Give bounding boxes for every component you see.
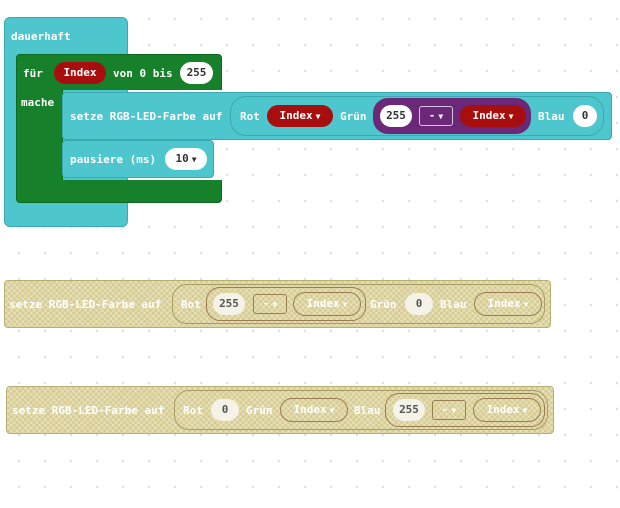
subtraction-block[interactable] <box>206 287 366 321</box>
triangle-down-icon: ▼ <box>315 112 321 121</box>
blue-label: Blau <box>354 404 381 417</box>
green-label: Grün <box>370 298 397 311</box>
blue-index-variable[interactable]: Index▼ <box>473 398 541 422</box>
red-index-variable[interactable]: Index▼ <box>267 105 333 127</box>
operator-text: - <box>262 297 270 310</box>
for-variable-index[interactable]: Index <box>54 62 106 84</box>
rgb-value-slot <box>174 390 548 430</box>
rgb-value-slot <box>172 284 545 324</box>
do-label: mache <box>21 96 55 109</box>
set-rgb-led-label: setze RGB-LED-Farbe auf <box>70 110 223 123</box>
set-rgb-led-label: setze RGB-LED-Farbe auf <box>9 298 162 311</box>
green-index-text: Index <box>293 403 327 416</box>
green-index-variable[interactable]: Index▼ <box>280 398 348 422</box>
for-loop-bottom <box>16 180 222 203</box>
for-loop-body-arm <box>16 89 63 181</box>
green-index-text: Index <box>472 109 506 122</box>
blue-index-text: Index <box>486 403 520 416</box>
blue-label: Blau <box>440 298 467 311</box>
for-label: für <box>23 67 43 80</box>
blue-index-variable[interactable]: Index▼ <box>474 292 542 316</box>
pause-value-dropdown[interactable]: 10▼ <box>165 148 207 170</box>
red-index-text: Index <box>306 297 340 310</box>
blue-number-value[interactable]: 255 <box>393 399 425 421</box>
green-value[interactable]: 0 <box>405 293 433 315</box>
green-operator-dropdown[interactable]: -▼ <box>419 106 453 126</box>
triangle-down-icon: ▼ <box>342 300 348 309</box>
green-label: Grün <box>246 404 273 417</box>
blue-label: Blau <box>538 110 565 123</box>
pause-label: pausiere (ms) <box>70 153 157 166</box>
blue-value[interactable]: 0 <box>573 105 597 127</box>
for-to-value[interactable]: 255 <box>180 62 213 84</box>
forever-label: dauerhaft <box>11 30 71 43</box>
green-index-variable[interactable]: Index▼ <box>460 105 526 127</box>
red-index-variable[interactable]: Index▼ <box>293 292 361 316</box>
red-label: Rot <box>240 110 260 123</box>
triangle-down-icon: ▼ <box>191 155 197 164</box>
red-value[interactable]: 0 <box>211 399 239 421</box>
operator-text: - <box>428 109 436 122</box>
triangle-down-icon: ▼ <box>508 112 514 121</box>
red-label: Rot <box>183 404 203 417</box>
blue-operator-dropdown[interactable]: -▼ <box>432 400 466 420</box>
green-label: Grün <box>340 110 367 123</box>
pause-value-text: 10 <box>175 152 189 165</box>
operator-text: - <box>441 403 449 416</box>
triangle-down-icon: ▼ <box>272 300 278 309</box>
triangle-down-icon: ▼ <box>522 406 528 415</box>
red-label: Rot <box>181 298 201 311</box>
red-operator-dropdown[interactable]: -▼ <box>253 294 287 314</box>
disabled-set-rgb-led-block[interactable] <box>4 280 551 328</box>
triangle-down-icon: ▼ <box>438 112 444 121</box>
triangle-down-icon: ▼ <box>451 406 457 415</box>
blue-index-text: Index <box>487 297 521 310</box>
for-range-label: von 0 bis <box>113 67 173 80</box>
green-number-value[interactable]: 255 <box>380 105 412 127</box>
set-rgb-led-label: setze RGB-LED-Farbe auf <box>12 404 165 417</box>
triangle-down-icon: ▼ <box>523 300 529 309</box>
triangle-down-icon: ▼ <box>329 406 335 415</box>
red-number-value[interactable]: 255 <box>213 293 245 315</box>
red-index-text: Index <box>279 109 313 122</box>
subtraction-block[interactable] <box>385 393 545 427</box>
